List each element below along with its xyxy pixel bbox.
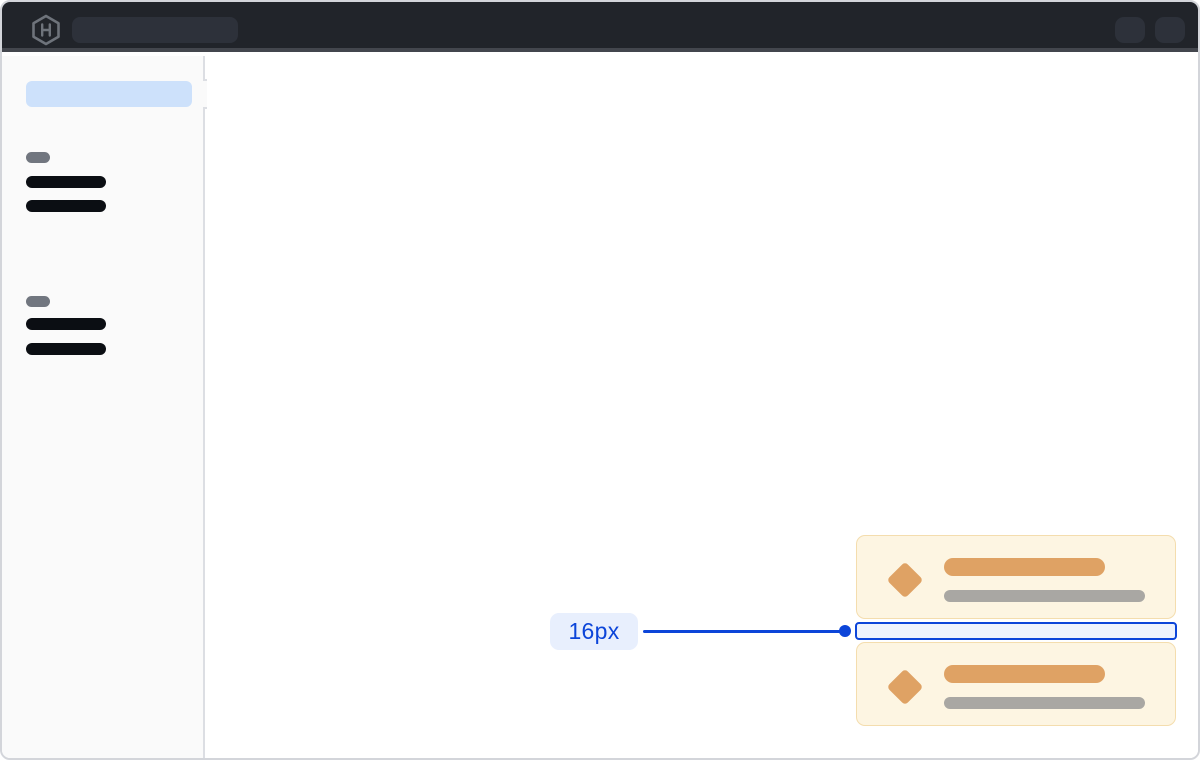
sidebar — [2, 56, 220, 758]
measurement-gap-highlight — [855, 622, 1177, 640]
diamond-icon — [886, 668, 924, 706]
header-action-placeholder-1[interactable] — [1115, 17, 1145, 43]
card-title-placeholder — [944, 665, 1105, 683]
header-action-placeholder-2[interactable] — [1155, 17, 1185, 43]
sidebar-nav-item-placeholder[interactable] — [26, 318, 106, 330]
sidebar-nav-item-placeholder[interactable] — [26, 200, 106, 212]
sidebar-nav-item-placeholder[interactable] — [26, 176, 106, 188]
header-search-placeholder[interactable] — [72, 17, 238, 43]
measurement-label: 16px — [550, 613, 638, 650]
measurement-dot — [839, 625, 851, 637]
card-placeholder-1[interactable] — [856, 535, 1176, 619]
card-placeholder-2[interactable] — [856, 642, 1176, 726]
measurement-line — [643, 630, 843, 633]
app-header — [2, 2, 1198, 52]
sidebar-section-label-placeholder-2 — [26, 296, 50, 307]
card-title-placeholder — [944, 558, 1105, 576]
main-content — [207, 56, 1198, 758]
sidebar-section-label-placeholder-1 — [26, 152, 50, 163]
card-subtitle-placeholder — [944, 590, 1145, 602]
hashicorp-logo-icon — [32, 14, 60, 46]
sidebar-active-item-placeholder[interactable] — [26, 81, 192, 107]
diamond-icon — [886, 561, 924, 599]
card-subtitle-placeholder — [944, 697, 1145, 709]
sidebar-nav-item-placeholder[interactable] — [26, 343, 106, 355]
